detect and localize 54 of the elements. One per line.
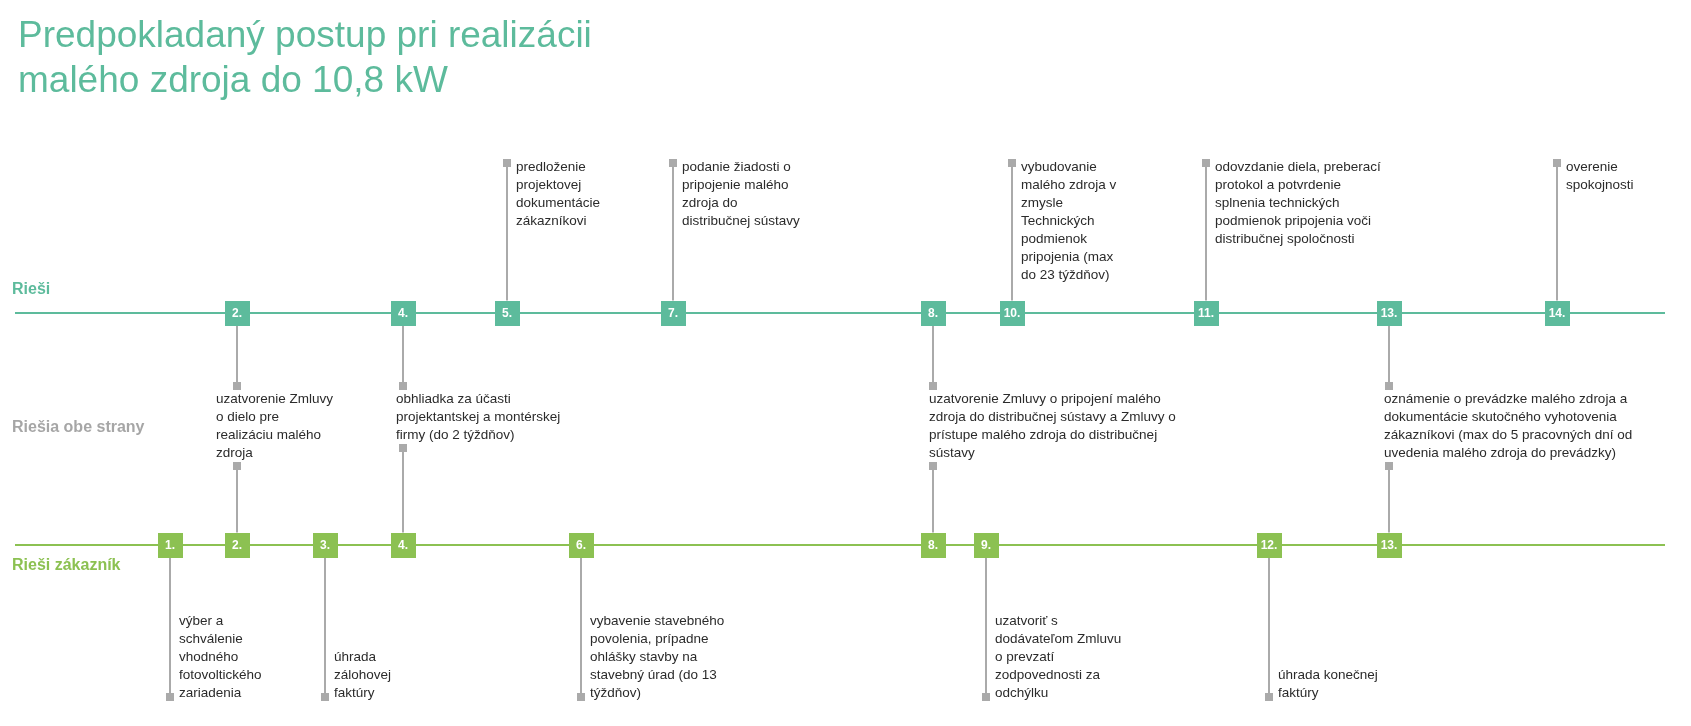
leader-line [233,462,241,534]
leader-line [1385,462,1393,534]
leader-line [166,556,174,701]
step-number: 2. [224,300,250,326]
step-number: 1. [157,532,183,558]
leader-line [321,556,329,701]
step-number: 12. [1256,532,1282,558]
step-number: 14. [1544,300,1570,326]
leader-line [982,556,990,701]
leader-line [1385,324,1393,390]
leader-line [669,159,677,302]
step-number: 11. [1193,300,1219,326]
step-number: 9. [973,532,999,558]
leader-line [399,444,407,534]
step-number: 7. [660,300,686,326]
step-number: 8. [920,532,946,558]
step-description: výber a schválenie vhodného fotovoltického zariadenia [174,612,289,702]
step-number: 4. [390,300,416,326]
lane-label: Rieši zákazník [12,556,121,574]
step-number: 10. [999,300,1025,326]
leader-line [1553,159,1561,302]
step-number: 8. [920,300,946,326]
step-number: 13. [1376,532,1402,558]
leader-line [503,159,511,302]
leader-line [233,324,241,390]
step-description: podanie žiadosti o pripojenie malého zdroja do distribučnej sústavy [677,158,802,230]
leader-line [1202,159,1210,302]
step-description: vybavenie stavebného povolenia, prípadne ohlášky stavby na stavebný úrad (do 13 týždňov) [585,612,750,702]
step-description: vybudovanie malého zdroja v zmysle Technických podmienok pripojenia (max do 23 týždňov) [1016,158,1126,284]
step-number: 4. [390,532,416,558]
step-description: uzatvorenie Zmluvy o dielo pre realizáciu malého zdroja [216,390,336,462]
step-description: úhrada konečnej faktúry [1273,666,1408,702]
step-number: 5. [494,300,520,326]
step-number: 2. [224,532,250,558]
leader-line [1008,159,1016,302]
step-description: uzatvoriť s dodávateľom Zmluvu o prevzatí zodpovednosti za odchýlku [990,612,1125,702]
lane-label: Rieši [12,280,51,298]
step-description: uzatvorenie Zmluvy o pripojení malého zdroja do distribučnej sústavy a Zmluvy o prístupe malého zdroja do distribučnej sústavy [929,390,1179,462]
step-number: 3. [312,532,338,558]
step-description: odovzdanie diela, preberací protokol a potvrdenie splnenia technických podmienok pripojenia voči distribučnej spoločnosti [1210,158,1390,248]
step-number: 13. [1376,300,1402,326]
title: Predpokladaný postup pri realizácii malého zdroja do 10,8 kW [18,13,593,102]
leader-line [1265,556,1273,701]
step-description: obhliadka za účasti projektantskej a montérskej firmy (do 2 týždňov) [396,390,561,444]
step-description: oznámenie o prevádzke malého zdroja a dokumentácie skutočného vyhotovenia zákazníkovi (max do 5 pracovných dní od uvedenia malého zdroja do prevádzky) [1384,390,1639,462]
lane-label: Riešia obe strany [12,418,145,436]
leader-line [577,556,585,701]
leader-line [929,462,937,534]
step-description: úhrada zálohovej faktúry [329,648,414,702]
step-description: overenie spokojnosti [1561,158,1651,194]
step-number: 6. [568,532,594,558]
leader-line [929,324,937,390]
step-description: predloženie projektovej dokumentácie zákazníkovi [511,158,611,230]
leader-line [399,324,407,390]
